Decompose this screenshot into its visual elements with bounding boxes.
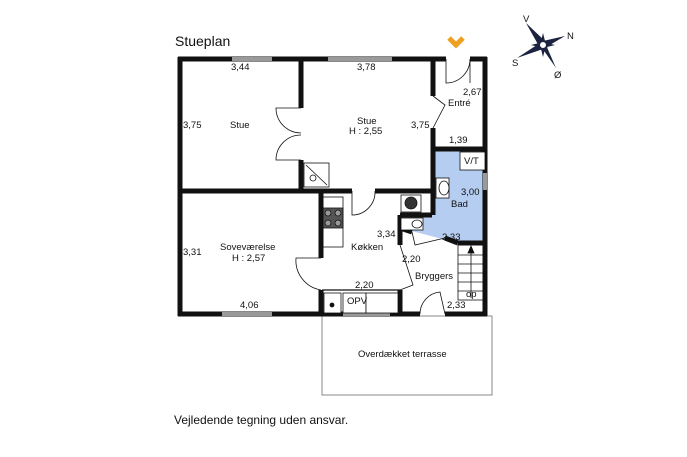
compass-west-label: V [523, 14, 530, 25]
bad-name: Bad [451, 199, 468, 210]
stairs [457, 244, 486, 301]
kokken-name: Køkken [351, 242, 383, 253]
stue1-width-label: 3,44 [231, 62, 250, 73]
vt-box [459, 151, 486, 171]
entre-depth-label: 2,67 [463, 87, 482, 98]
entrance-marker-icon [447, 36, 465, 49]
kokken-width-label: 2,20 [355, 280, 374, 291]
kokken-depth-label: 3,34 [377, 229, 396, 240]
opv-label: OPV [347, 296, 368, 307]
entre-name: Entré [448, 98, 471, 109]
doors [275, 58, 471, 315]
compass-icon: V N S Ø [512, 14, 574, 81]
sov-name: Soveværelse [220, 242, 275, 253]
stue2-depth-label: 3,75 [411, 120, 430, 131]
bryggers-depth-label: 2,20 [402, 254, 421, 265]
sov-height-label: H : 2,57 [232, 253, 265, 264]
stairs-label: op [466, 289, 477, 300]
windows [222, 57, 487, 316]
stue2-height-label: H : 2,55 [349, 126, 382, 137]
compass-east-label: Ø [554, 70, 562, 81]
stue1-name: Stue [230, 120, 250, 131]
sov-width-label: 4,06 [240, 300, 259, 311]
plan-title: Stueplan [175, 33, 230, 49]
terrace-name: Overdækket terrasse [358, 349, 447, 360]
vt-label: V/T [464, 156, 479, 167]
bryggers-name: Bryggers [415, 271, 453, 282]
compass-south-label: S [512, 58, 518, 69]
stue2-name: Stue [357, 116, 377, 127]
compass-north-label: N [567, 31, 574, 42]
bad-depth-label: 3,00 [461, 187, 480, 198]
stue1-depth-label: 3,75 [183, 120, 202, 131]
bryggers-width-label: 2,33 [447, 300, 466, 311]
stue2-width-label: 3,78 [357, 62, 376, 73]
entre-width-label: 1,39 [449, 135, 468, 146]
fixtures [303, 151, 486, 314]
sov-depth-label: 3,31 [183, 247, 202, 258]
disclaimer: Vejledende tegning uden ansvar. [174, 413, 349, 427]
bad-width-label: 2,33 [442, 232, 461, 243]
